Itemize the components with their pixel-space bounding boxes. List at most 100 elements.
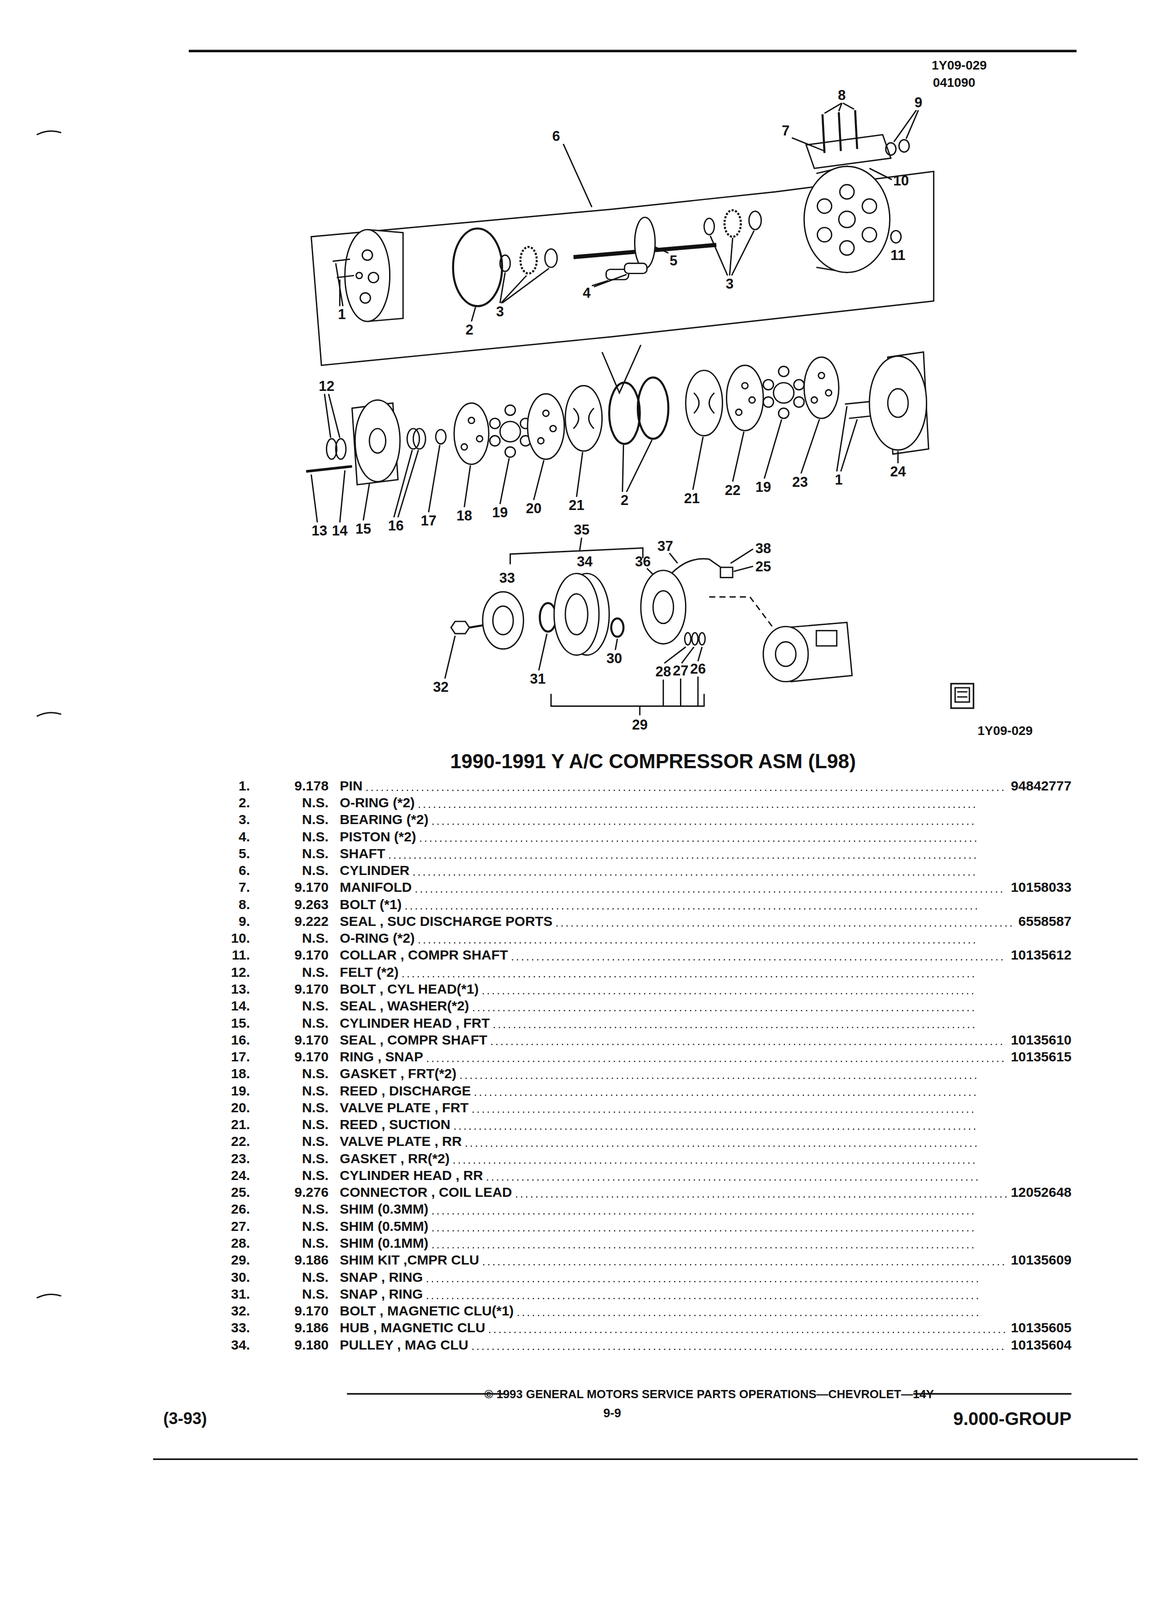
callout-number: 17 — [420, 513, 437, 528]
cylinder-head — [354, 399, 400, 482]
part-description: SHIM (0.3MM) — [339, 1202, 429, 1216]
dot-leader — [433, 823, 978, 825]
callout-number: 041090 — [932, 76, 975, 90]
callout-number: 3 — [495, 304, 504, 319]
coil-wire — [671, 558, 727, 574]
bearing — [520, 246, 537, 274]
dot-leader — [512, 959, 1007, 961]
part-description: HUB , MAGNETIC CLU — [339, 1320, 486, 1335]
dot-leader — [518, 1314, 978, 1317]
hub — [482, 591, 524, 650]
item-number: 29. — [230, 1253, 250, 1267]
callout-number: 7 — [781, 123, 790, 138]
part-description: REED , SUCTION — [339, 1117, 451, 1132]
item-number: 15. — [230, 1016, 250, 1030]
callout-number: 26 — [689, 661, 706, 676]
page-title: 1990-1991 Y A/C COMPRESSOR ASM (L98) — [450, 751, 857, 772]
item-number: 16. — [230, 1033, 250, 1047]
part-description: SEAL , SUC DISCHARGE PORTS — [339, 914, 553, 929]
gasket — [804, 357, 839, 419]
part-description: CONNECTOR , COIL LEAD — [339, 1185, 513, 1199]
o-ring — [453, 228, 503, 307]
dot-leader — [414, 874, 978, 876]
item-number: 2. — [238, 795, 250, 810]
part-description: O-RING (*2) — [339, 931, 415, 945]
dot-leader — [491, 1043, 1007, 1045]
collar — [890, 230, 901, 243]
item-number: 6. — [238, 863, 250, 878]
group-code: N.S. — [302, 999, 329, 1013]
part-number: 12052648 — [1010, 1185, 1072, 1199]
group-code: N.S. — [302, 931, 329, 945]
item-number: 23. — [230, 1151, 250, 1166]
group-code: N.S. — [302, 1202, 329, 1216]
item-number: 5. — [238, 846, 250, 861]
cylinder-head — [869, 355, 927, 450]
margin-mark — [36, 1293, 62, 1298]
group-code: N.S. — [302, 1016, 329, 1030]
item-number: 9. — [238, 914, 250, 929]
o-ring — [609, 382, 640, 445]
part-number: 10135615 — [1010, 1049, 1072, 1064]
dot-leader — [419, 806, 978, 809]
part-description: SHIM KIT ,CMPR CLU — [339, 1253, 480, 1267]
group-code: N.S. — [302, 1100, 329, 1115]
dot-leader — [454, 1128, 978, 1130]
callout-number: 28 — [655, 664, 671, 679]
group-code: 9.180 — [294, 1338, 329, 1352]
callout-number: 31 — [529, 671, 546, 686]
margin-mark — [36, 712, 62, 717]
item-number: 14. — [230, 999, 250, 1013]
bracket — [579, 537, 582, 551]
group-code: N.S. — [302, 1066, 329, 1081]
callout-number: 3 — [725, 276, 734, 291]
part-number: 6558587 — [1018, 914, 1072, 929]
callout-number: 2 — [465, 322, 474, 337]
dot-leader — [433, 1213, 978, 1215]
callout-number: 21 — [684, 490, 700, 505]
callout-number: 15 — [355, 521, 371, 536]
callout-number: 29 — [631, 717, 648, 732]
callout-number: 27 — [672, 663, 689, 678]
callout-number: 18 — [456, 508, 472, 523]
dot-leader — [487, 1178, 978, 1181]
group-code: 9.170 — [294, 880, 329, 895]
dot-leader — [389, 857, 978, 859]
item-number: 30. — [230, 1270, 250, 1284]
dot-leader — [433, 1246, 978, 1249]
group-code: N.S. — [302, 812, 329, 827]
item-number: 7. — [238, 880, 250, 895]
dot-leader — [403, 975, 978, 978]
dot-leader — [433, 1229, 978, 1232]
dot-leader — [427, 1297, 978, 1299]
part-description: CYLINDER HEAD , RR — [339, 1168, 484, 1183]
callout-number: 37 — [657, 539, 674, 554]
item-number: 31. — [230, 1287, 250, 1301]
callout-number: 22 — [724, 482, 741, 497]
snap-ring — [435, 429, 446, 444]
group-code: 9.178 — [294, 779, 329, 793]
shim — [699, 632, 705, 645]
callout-number: 19 — [755, 479, 771, 494]
pin — [336, 275, 355, 278]
group-code: N.S. — [302, 1236, 329, 1250]
item-number: 8. — [238, 897, 250, 912]
dot-leader — [516, 1196, 1007, 1198]
bearing — [499, 254, 510, 272]
callout-number: 35 — [573, 522, 590, 537]
part-description: BOLT , CYL HEAD(*1) — [339, 982, 480, 996]
item-number: 1. — [238, 779, 250, 793]
group-code: 9.276 — [294, 1185, 329, 1199]
part-description: COLLAR , COMPR SHAFT — [339, 948, 509, 962]
item-number: 19. — [230, 1084, 250, 1098]
part-description: MANIFOLD — [339, 880, 412, 895]
guide-line — [709, 596, 781, 638]
part-description: REED , DISCHARGE — [339, 1084, 471, 1098]
part-description: CYLINDER — [339, 863, 410, 878]
dot-leader — [556, 924, 1014, 927]
page-number: 9-9 — [603, 1407, 622, 1420]
part-number: 94842777 — [1010, 779, 1072, 793]
part-description: GASKET , FRT(*2) — [339, 1066, 457, 1081]
callout-number: 21 — [568, 498, 585, 513]
callout-number: 10 — [893, 173, 909, 188]
